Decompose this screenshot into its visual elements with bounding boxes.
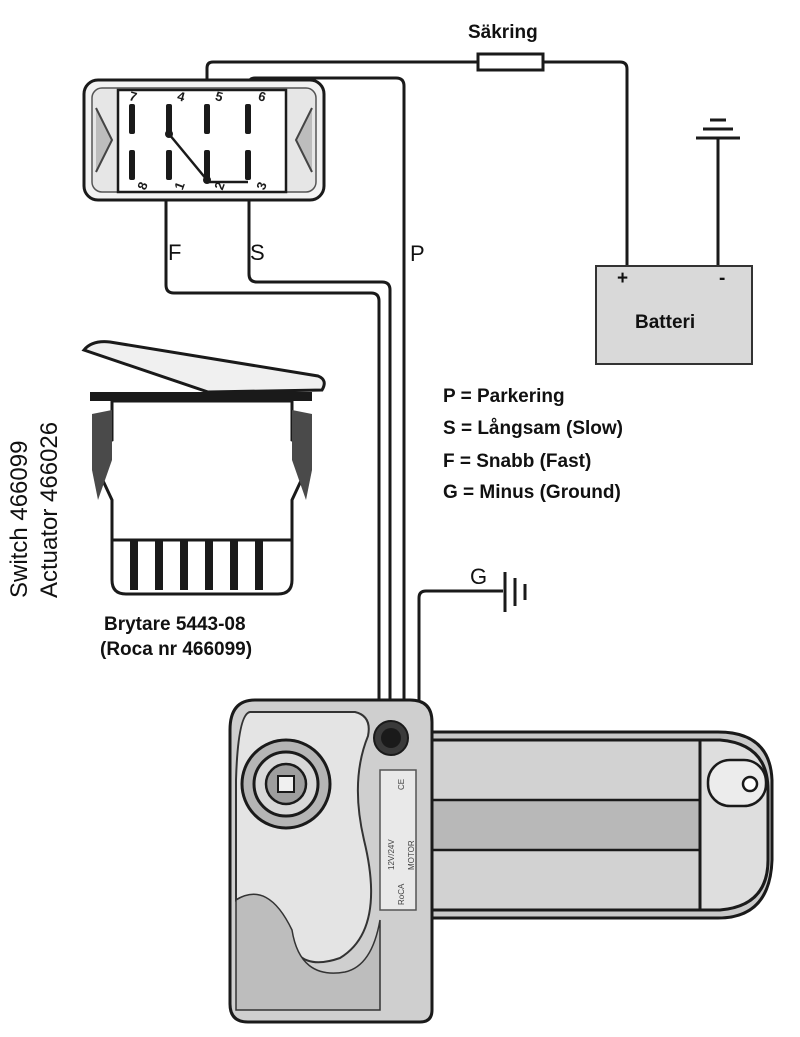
legend-g: G = Minus (Ground) xyxy=(443,482,621,503)
plate-line-4: MOTOR xyxy=(407,840,416,870)
pin-6: 6 xyxy=(257,88,268,104)
switch-side-view xyxy=(81,340,326,596)
side-text-actuator: Actuator 466026 xyxy=(36,421,63,598)
wire-label-s: S xyxy=(250,240,265,265)
pin-5: 5 xyxy=(214,88,225,104)
side-text-switch: Switch 466099 xyxy=(6,440,33,598)
ground-symbol-motor xyxy=(503,572,527,612)
motor-rating-plate: RoCA CE 12V/24V MOTOR xyxy=(387,779,416,905)
pin-1: 1 xyxy=(171,180,188,192)
wire-label-g: G xyxy=(470,564,488,589)
battery-body xyxy=(595,265,753,365)
legend-p: P = Parkering xyxy=(443,386,565,407)
pin-4: 4 xyxy=(176,88,188,105)
pin-7: 7 xyxy=(128,88,139,104)
wire-g xyxy=(417,589,503,720)
battery-label: Batteri xyxy=(635,312,696,333)
battery-minus-label: - xyxy=(719,268,726,289)
plate-line-3: 12V/24V xyxy=(387,839,396,870)
switch-caption-line2: (Roca nr 466099) xyxy=(100,639,253,660)
switch-top-view xyxy=(82,78,326,202)
pin-3: 3 xyxy=(253,180,270,192)
legend-f: F = Snabb (Fast) xyxy=(443,451,592,472)
ground-symbol-battery xyxy=(696,118,740,140)
legend-s: S = Långsam (Slow) xyxy=(443,418,624,439)
switch-caption-line1: Brytare 5443-08 xyxy=(104,614,246,635)
wire-s xyxy=(247,185,392,720)
plate-line-2: CE xyxy=(397,779,406,790)
pin-8: 8 xyxy=(134,180,151,192)
pin-2: 2 xyxy=(211,180,228,192)
wire-fuse-supply xyxy=(205,60,478,108)
plate-line-1: RoCA xyxy=(397,883,406,905)
fuse-label: Säkring xyxy=(468,22,538,43)
wire-fuse-to-battery xyxy=(543,60,629,268)
battery-plus-label: + xyxy=(617,268,629,289)
wire-label-f: F xyxy=(168,240,182,265)
switch-pin-labels: 7 4 5 6 8 1 2 3 xyxy=(128,88,270,191)
fuse-icon xyxy=(476,52,545,72)
wire-f xyxy=(164,185,381,720)
actuator-motor xyxy=(228,698,774,1024)
wire-label-p: P xyxy=(410,241,425,266)
battery xyxy=(595,265,753,365)
